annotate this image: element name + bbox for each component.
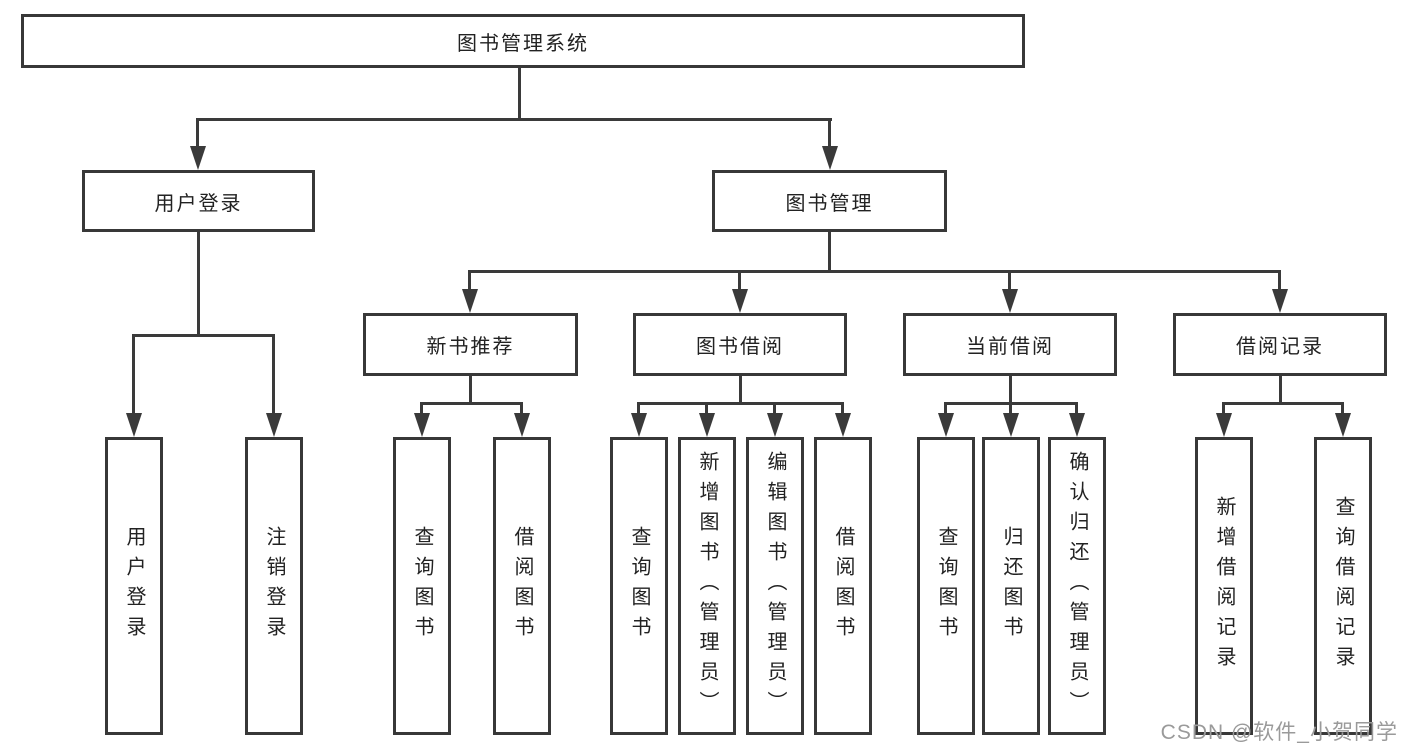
arrowhead-book-borrow-icon [732, 289, 748, 313]
leaf-rec-borrow-books: 借阅图书 [493, 437, 551, 735]
node-new-book-rec-label: 新书推荐 [426, 336, 515, 358]
leaf-cb-confirm-return-label: 确认归还（管理员） [1066, 451, 1088, 721]
connector-br-hbar [1223, 402, 1344, 405]
node-book-borrow-label: 图书借阅 [696, 336, 784, 358]
connector-bookmgmt-hbar [469, 270, 1280, 273]
node-root: 图书管理系统 [21, 14, 1025, 68]
connector-to-nbr-borrow [520, 402, 523, 416]
connector-to-book-mgmt [828, 118, 831, 148]
connector-to-br-query [1341, 402, 1344, 416]
arrowhead-bb-edit-icon [767, 413, 783, 437]
connector-root-hbar [197, 118, 832, 121]
leaf-br-add-record: 新增借阅记录 [1195, 437, 1253, 735]
leaf-bb-query-books: 查询图书 [610, 437, 668, 735]
leaf-logout-label: 注销登录 [263, 526, 285, 646]
connector-to-borrow-records [1278, 270, 1281, 292]
node-new-book-rec: 新书推荐 [363, 313, 578, 376]
arrowhead-current-borrow-icon [1002, 289, 1018, 313]
node-book-mgmt: 图书管理 [712, 170, 947, 232]
arrowhead-ul-logout-icon [266, 413, 282, 437]
node-borrow-records-label: 借阅记录 [1236, 336, 1324, 358]
leaf-user-login: 用户登录 [105, 437, 163, 735]
connector-br-drop [1279, 376, 1282, 405]
connector-to-new-book-rec [468, 270, 471, 292]
connector-nbr-hbar [421, 402, 522, 405]
arrowhead-bb-query-icon [631, 413, 647, 437]
leaf-bb-query-books-label: 查询图书 [628, 526, 650, 646]
arrowhead-borrow-records-icon [1272, 289, 1288, 313]
node-root-label: 图书管理系统 [457, 32, 589, 55]
node-current-borrow: 当前借阅 [903, 313, 1117, 376]
connector-root-drop [518, 68, 521, 119]
connector-to-current-borrow [1008, 270, 1011, 292]
connector-bb-hbar [638, 402, 844, 405]
arrowhead-nbr-borrow-icon [514, 413, 530, 437]
connector-userlogin-hbar [133, 334, 275, 337]
leaf-br-query-record-label: 查询借阅记录 [1332, 496, 1354, 676]
leaf-cb-return-books-label: 归还图书 [1000, 526, 1022, 646]
connector-to-ul-login [132, 334, 135, 414]
leaf-bb-borrow-books: 借阅图书 [814, 437, 872, 735]
leaf-user-login-label: 用户登录 [123, 526, 145, 646]
node-borrow-records: 借阅记录 [1173, 313, 1387, 376]
connector-to-user-login [196, 118, 199, 148]
leaf-cb-query-books: 查询图书 [917, 437, 975, 735]
arrowhead-book-mgmt-icon [822, 146, 838, 170]
connector-to-cb-confirm [1075, 402, 1078, 416]
connector-cb-drop [1009, 376, 1012, 405]
arrowhead-bb-borrow-icon [835, 413, 851, 437]
connector-to-cb-query [944, 402, 947, 416]
csdn-watermark: CSDN @软件_小贺同学 [1160, 721, 1398, 744]
arrowhead-cb-return-icon [1003, 413, 1019, 437]
node-user-login: 用户登录 [82, 170, 315, 232]
arrowhead-br-add-icon [1216, 413, 1232, 437]
leaf-logout: 注销登录 [245, 437, 303, 735]
leaf-br-query-record: 查询借阅记录 [1314, 437, 1372, 735]
arrowhead-ul-login-icon [126, 413, 142, 437]
connector-to-br-add [1222, 402, 1225, 416]
leaf-cb-query-books-label: 查询图书 [935, 526, 957, 646]
arrowhead-cb-confirm-icon [1069, 413, 1085, 437]
connector-to-book-borrow [738, 270, 741, 292]
leaf-rec-query-books: 查询图书 [393, 437, 451, 735]
leaf-rec-borrow-books-label: 借阅图书 [511, 526, 533, 646]
connector-to-bb-edit [773, 402, 776, 416]
connector-bb-drop [739, 376, 742, 405]
leaf-bb-borrow-books-label: 借阅图书 [832, 526, 854, 646]
leaf-bb-edit-books-label: 编辑图书（管理员） [764, 451, 786, 721]
arrowhead-bb-add-icon [699, 413, 715, 437]
leaf-cb-return-books: 归还图书 [982, 437, 1040, 735]
node-book-borrow: 图书借阅 [633, 313, 847, 376]
connector-to-ul-logout [272, 334, 275, 414]
node-user-login-label: 用户登录 [154, 192, 243, 215]
connector-to-cb-return [1009, 402, 1012, 416]
leaf-bb-add-books: 新增图书（管理员） [678, 437, 736, 735]
node-current-borrow-label: 当前借阅 [966, 336, 1054, 358]
leaf-rec-query-books-label: 查询图书 [411, 526, 433, 646]
connector-to-nbr-query [420, 402, 423, 416]
arrowhead-br-query-icon [1335, 413, 1351, 437]
leaf-br-add-record-label: 新增借阅记录 [1213, 496, 1235, 676]
connector-nbr-drop [469, 376, 472, 405]
arrowhead-new-book-rec-icon [462, 289, 478, 313]
leaf-bb-add-books-label: 新增图书（管理员） [696, 451, 718, 721]
connector-userlogin-drop [197, 232, 200, 336]
leaf-bb-edit-books: 编辑图书（管理员） [746, 437, 804, 735]
arrowhead-user-login-icon [190, 146, 206, 170]
connector-to-bb-borrow [841, 402, 844, 416]
connector-to-bb-add [705, 402, 708, 416]
connector-bookmgmt-drop [828, 232, 831, 273]
leaf-cb-confirm-return: 确认归还（管理员） [1048, 437, 1106, 735]
node-book-mgmt-label: 图书管理 [785, 192, 874, 215]
arrowhead-cb-query-icon [938, 413, 954, 437]
connector-to-bb-query [637, 402, 640, 416]
arrowhead-nbr-query-icon [414, 413, 430, 437]
